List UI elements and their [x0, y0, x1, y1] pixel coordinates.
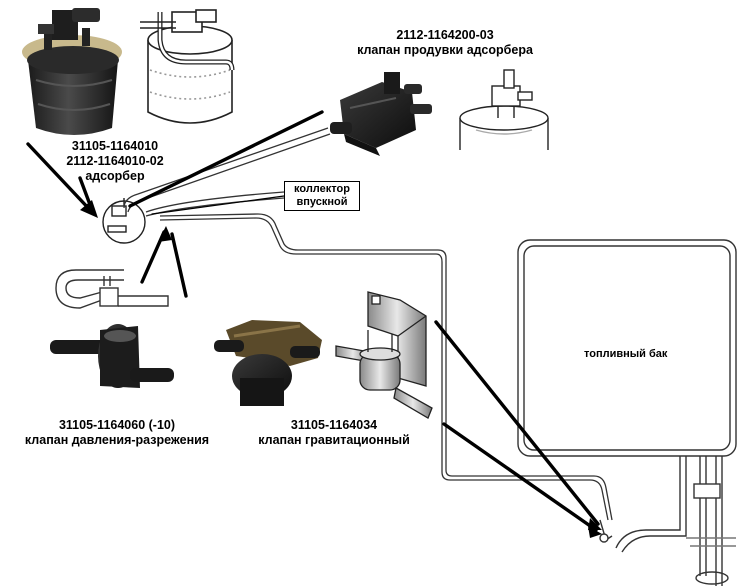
central-junction	[102, 198, 146, 244]
adsorber-drawing	[140, 9, 235, 124]
arrowhead-adsorber	[80, 200, 98, 218]
purge-valve-name: клапан продувки адсорбера	[357, 43, 533, 57]
adsorber-name: адсорбер	[85, 169, 145, 183]
adsorber-label: 31105-1164010 2112-1164010-02 адсорбер	[60, 139, 170, 184]
arrowhead-pressure	[158, 226, 172, 242]
arrow-heads	[80, 200, 602, 538]
fuel-tank-label: топливный бак	[584, 348, 668, 360]
purge-valve-photo	[330, 72, 432, 156]
gravity-valve-photo	[214, 320, 322, 406]
arrow-purge-valve	[128, 110, 324, 208]
intake-manifold-label: коллектор впускной	[284, 181, 360, 211]
pressure-valve-photo	[50, 324, 174, 388]
arrow-gravity-valve-2	[442, 422, 598, 532]
intake-manifold-line1: коллектор	[294, 183, 350, 195]
arrowhead-gravity-2	[588, 526, 602, 538]
gravity-valve-part-number: 31105-1164034	[290, 418, 378, 432]
adsorber-part-number-2: 2112-1164010-02	[66, 154, 164, 168]
intake-manifold-line2: впускной	[296, 196, 348, 208]
pressure-valve-part-number: 31105-1164060 (-10)	[58, 418, 176, 432]
adsorber-photo	[22, 8, 122, 135]
arrow-adsorber	[26, 142, 94, 214]
arrow-pressure-valve-2	[170, 232, 188, 298]
fuel-tank-drawing	[517, 239, 737, 586]
adsorber-part-number-1: 31105-1164010	[71, 139, 159, 153]
purge-valve-label: 2112-1164200-03 клапан продувки адсорбер…	[340, 28, 550, 58]
gravity-valve-drawing	[335, 291, 433, 419]
pressure-valve-name: клапан давления-разрежения	[24, 433, 210, 447]
pointer-arrows	[26, 110, 600, 532]
purge-valve-drawing	[459, 69, 549, 150]
gravity-valve-name: клапан гравитационный	[258, 433, 410, 447]
pressure-valve-label: 31105-1164060 (-10) клапан давления-разр…	[12, 418, 222, 448]
pressure-valve-drawing	[55, 269, 169, 309]
arrow-manifold	[151, 195, 285, 215]
arrow-gravity-valve	[434, 320, 600, 526]
arrowhead-gravity	[588, 518, 602, 530]
purge-valve-part-number: 2112-1164200-03	[396, 28, 494, 42]
gravity-valve-label: 31105-1164034 клапан гравитационный	[244, 418, 424, 448]
